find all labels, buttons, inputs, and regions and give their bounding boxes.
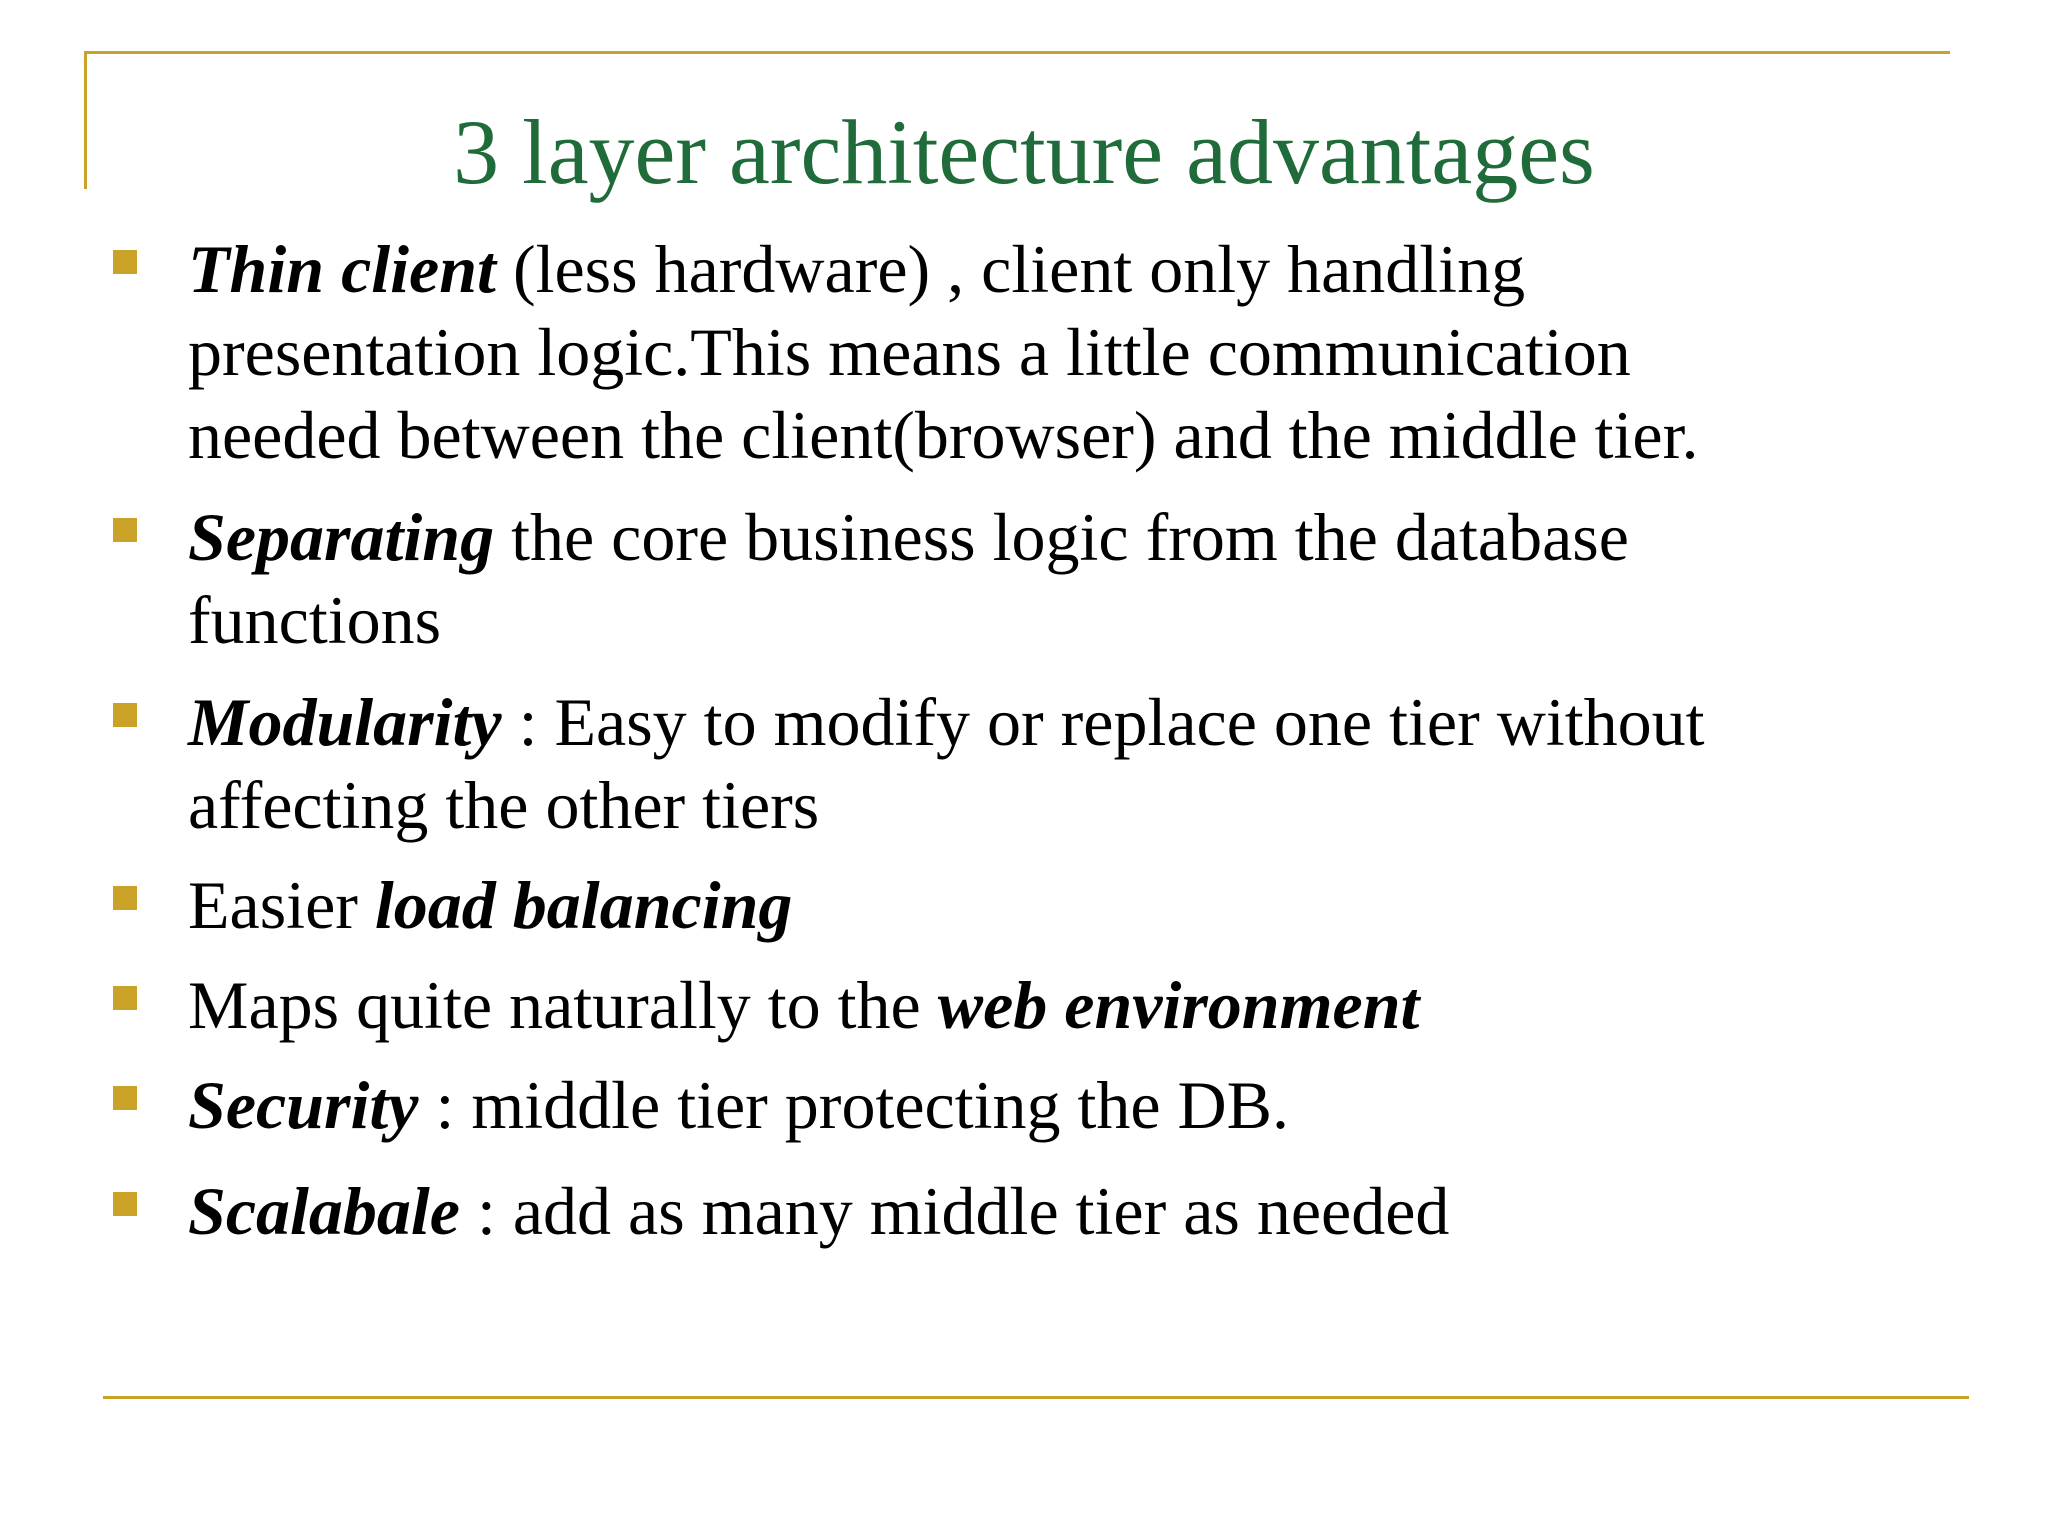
bullet-line: Security : middle tier protecting the DB… — [188, 1064, 1960, 1147]
bullet-item: Maps quite naturally to the web environm… — [110, 964, 1960, 1047]
square-bullet-icon — [113, 1192, 137, 1216]
bullet-line: Separating the core business logic from … — [188, 496, 1960, 579]
bullet-text-emphasis: load balancing — [374, 867, 793, 943]
bullet-text: Easier — [188, 867, 375, 943]
bottom-rule — [103, 1396, 1969, 1399]
square-bullet-icon — [113, 886, 137, 910]
square-bullet-icon — [113, 1086, 137, 1110]
bullet-line: Scalabale : add as many middle tier as n… — [188, 1170, 1960, 1253]
bullet-text: (less hardware) , client only handling — [495, 231, 1526, 307]
bullet-text: the core business logic from the databas… — [494, 499, 1629, 575]
square-bullet-icon — [113, 986, 137, 1010]
bullet-line: Thin client (less hardware) , client onl… — [188, 228, 1960, 311]
top-rule — [84, 51, 1950, 54]
square-bullet-icon — [113, 703, 137, 727]
bullet-text: functions — [188, 582, 442, 658]
bullet-text: : Easy to modify or replace one tier wit… — [501, 684, 1705, 760]
bullet-line: Modularity : Easy to modify or replace o… — [188, 681, 1960, 764]
bullet-line: Maps quite naturally to the web environm… — [188, 964, 1960, 1047]
bullet-item: Thin client (less hardware) , client onl… — [110, 228, 1960, 477]
bullet-item: Scalabale : add as many middle tier as n… — [110, 1170, 1960, 1253]
bullet-text: presentation logic.This means a little c… — [188, 314, 1631, 390]
bullet-text: needed between the client(browser) and t… — [188, 397, 1699, 473]
bullet-item: Security : middle tier protecting the DB… — [110, 1064, 1960, 1147]
bullet-item: Easier load balancing — [110, 864, 1960, 947]
bullet-text-emphasis: web environment — [937, 967, 1420, 1043]
bullet-line: presentation logic.This means a little c… — [188, 311, 1960, 394]
bullet-line: functions — [188, 579, 1960, 662]
square-bullet-icon — [113, 518, 137, 542]
left-rule — [84, 51, 87, 189]
bullet-text-emphasis: Thin client — [188, 231, 496, 307]
bullet-line: needed between the client(browser) and t… — [188, 394, 1960, 477]
bullet-item: Modularity : Easy to modify or replace o… — [110, 681, 1960, 847]
bullet-text: : middle tier protecting the DB. — [418, 1067, 1290, 1143]
bullet-line: affecting the other tiers — [188, 764, 1960, 847]
bullet-text-emphasis: Security — [188, 1067, 419, 1143]
bullet-text-emphasis: Separating — [188, 499, 495, 575]
bullet-text: Maps quite naturally to the — [188, 967, 938, 1043]
bullet-line: Easier load balancing — [188, 864, 1960, 947]
bullet-item: Separating the core business logic from … — [110, 496, 1960, 662]
bullet-text: : add as many middle tier as needed — [459, 1173, 1450, 1249]
bullet-text-emphasis: Scalabale — [188, 1173, 460, 1249]
bullet-text: affecting the other tiers — [188, 767, 820, 843]
square-bullet-icon — [113, 250, 137, 274]
bullet-text-emphasis: Modularity — [188, 684, 502, 760]
bullet-list: Thin client (less hardware) , client onl… — [110, 228, 1960, 1253]
slide-title: 3 layer architecture advantages — [453, 101, 1595, 203]
